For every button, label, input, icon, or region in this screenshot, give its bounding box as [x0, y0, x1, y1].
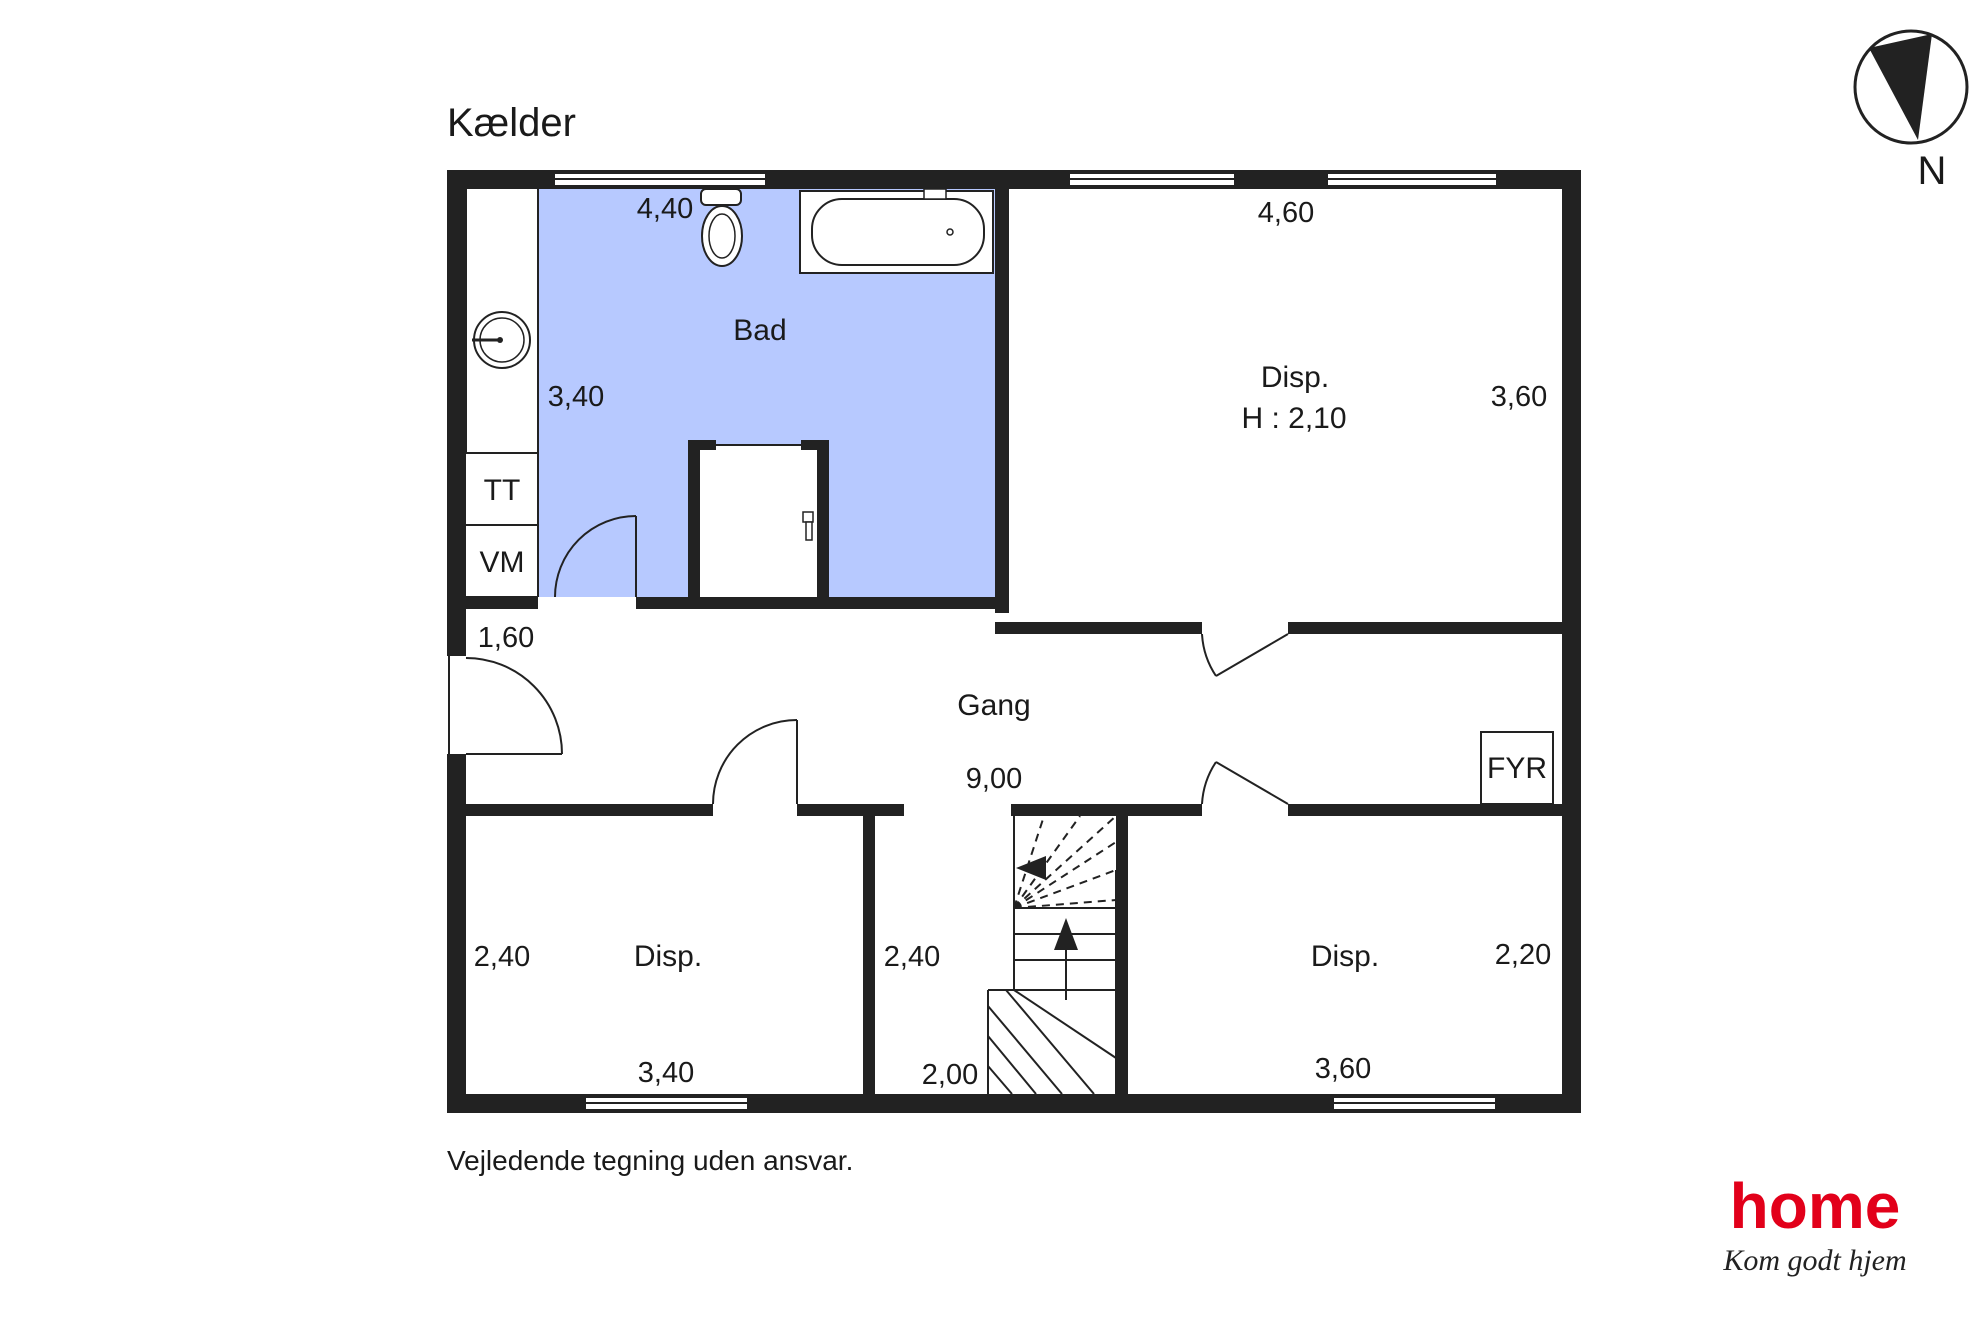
gang-length: 9,00	[966, 763, 1022, 795]
stair-width: 2,00	[922, 1059, 978, 1091]
disp-top-name: Disp.	[1261, 361, 1329, 394]
gang-width: 1,60	[478, 622, 534, 654]
sink-icon	[472, 311, 531, 369]
toilet-icon	[700, 188, 743, 267]
disp-bl-name: Disp.	[634, 940, 702, 973]
windows	[553, 172, 1498, 1111]
bad-depth: 3,40	[548, 381, 604, 413]
disp-top-height: H : 2,10	[1241, 402, 1346, 435]
interior-walls	[466, 189, 1562, 1094]
disp-br-name: Disp.	[1311, 940, 1379, 973]
disp-bl-depth: 2,40	[474, 941, 530, 973]
bad-width: 4,40	[637, 193, 693, 225]
staircase-icon	[987, 815, 1117, 1095]
disp-br-depth: 2,20	[1495, 939, 1551, 971]
gang-name: Gang	[957, 689, 1030, 722]
stair-depth: 2,40	[884, 941, 940, 973]
compass-icon	[1853, 29, 1969, 145]
disp-top-width: 4,60	[1258, 197, 1314, 229]
floor-title: Kælder	[447, 101, 576, 145]
brand-tagline: Kom godt hjem	[1722, 1244, 1906, 1277]
brand-name: home	[1730, 1170, 1901, 1242]
disclaimer: Vejledende tegning uden ansvar.	[447, 1145, 853, 1176]
utility-column	[465, 189, 539, 598]
disp-bl-width: 3,40	[638, 1057, 694, 1089]
disp-br-width: 3,60	[1315, 1053, 1371, 1085]
tt-label: TT	[484, 474, 521, 507]
compass-north-label: N	[1918, 149, 1947, 193]
boiler-box	[1480, 731, 1554, 805]
home-logo: home Kom godt hjem	[1722, 1170, 1906, 1277]
fyr-label: FYR	[1487, 752, 1547, 785]
doors	[447, 515, 1289, 805]
bad-name: Bad	[733, 314, 786, 347]
vm-label: VM	[480, 546, 525, 579]
bathtub-icon	[799, 188, 994, 274]
bathroom-area	[538, 189, 995, 597]
shower-icon	[716, 444, 814, 541]
disp-top-depth: 3,60	[1491, 381, 1547, 413]
